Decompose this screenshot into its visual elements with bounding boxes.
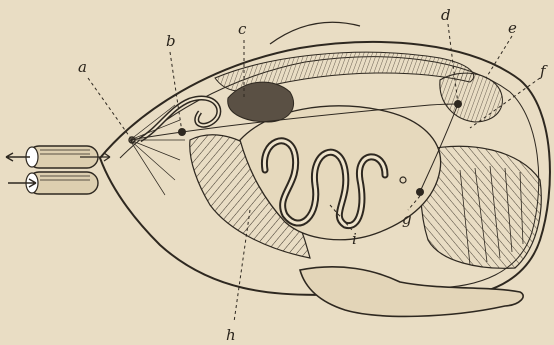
label-d: d <box>441 6 451 24</box>
label-a: a <box>78 58 87 76</box>
label-i: i <box>352 230 357 248</box>
heart <box>440 73 503 122</box>
pedal-ganglion <box>416 188 424 196</box>
label-g: g <box>402 210 412 228</box>
label-c: c <box>238 20 247 38</box>
hinge-ridge <box>270 22 360 44</box>
foot <box>300 267 523 317</box>
siphons <box>26 146 98 194</box>
label-f: f <box>539 62 548 80</box>
label-e: e <box>508 19 517 37</box>
label-b: b <box>166 32 176 50</box>
label-h: h <box>226 326 236 344</box>
retractor-lines <box>130 105 185 195</box>
inhalant-arrow <box>8 179 36 187</box>
